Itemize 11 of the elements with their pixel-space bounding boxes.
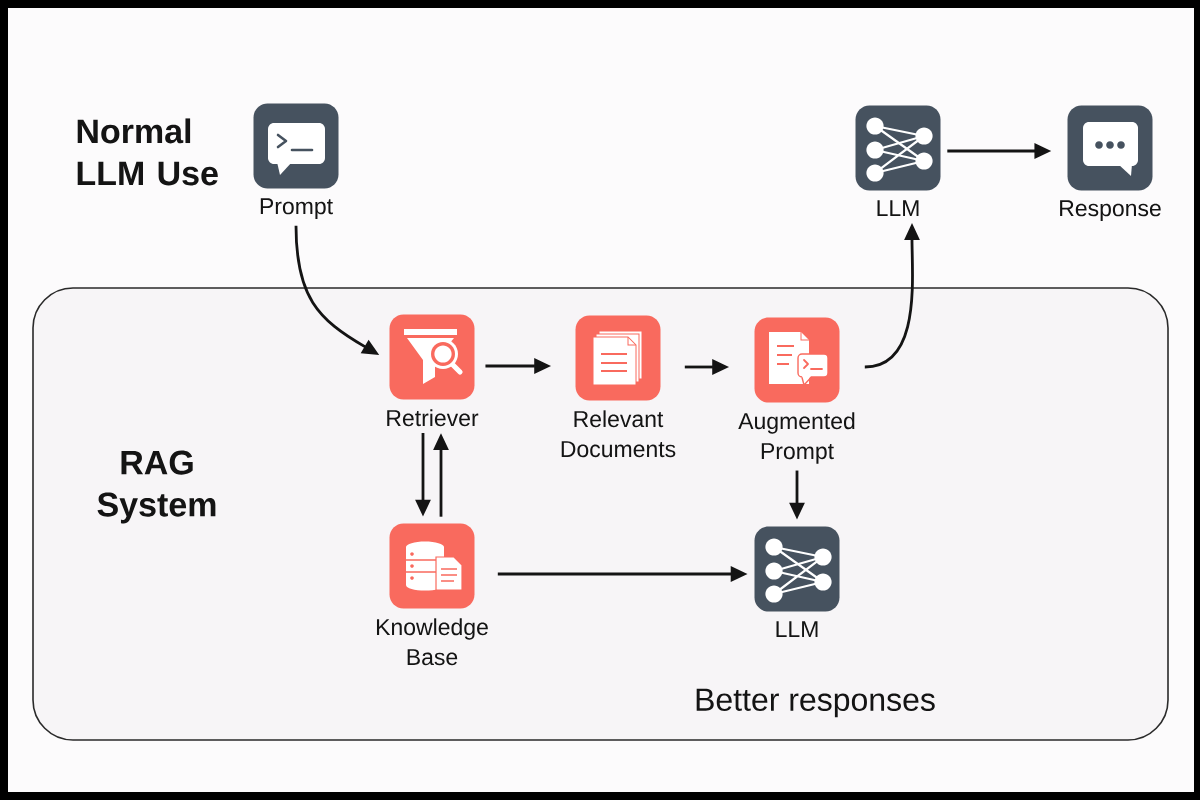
caption-text: Better responses <box>696 688 935 718</box>
section-heading: Normal LLM Use <box>77 118 218 186</box>
node-label: Augmented Prompt <box>738 412 855 464</box>
node-label: Relevant Documents <box>561 410 676 458</box>
node-label: LLM <box>776 621 818 638</box>
node-label: Knowledge Base <box>377 618 488 666</box>
node-label: Retriever <box>387 409 479 427</box>
node-label: Response <box>1060 200 1161 221</box>
node-label: LLM <box>877 200 919 217</box>
node-label: Prompt <box>260 198 333 219</box>
panel-heading: RAG System <box>97 450 216 524</box>
